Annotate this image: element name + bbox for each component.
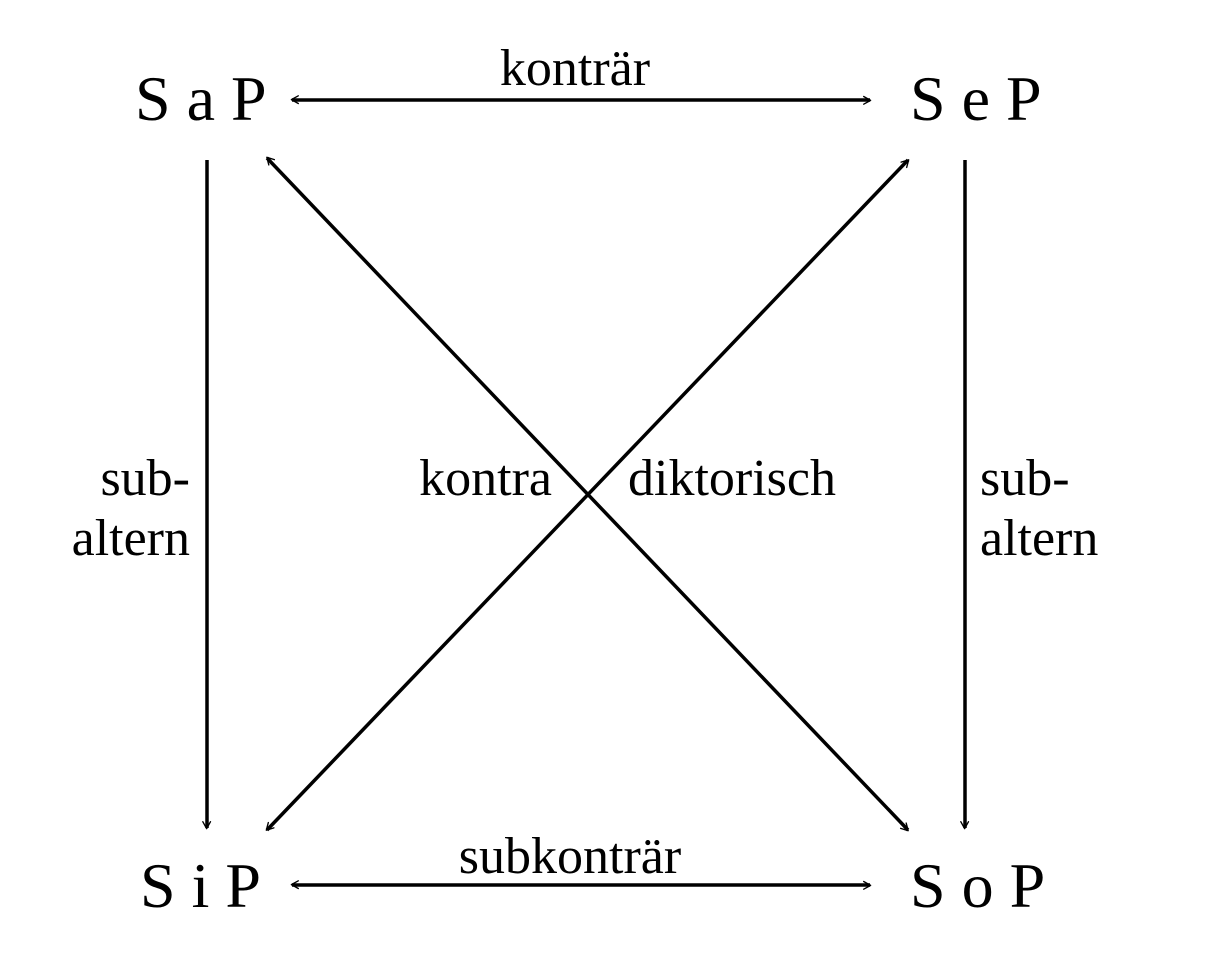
label-subcontrary: subkonträr — [459, 828, 681, 885]
label-subaltern-left-2: altern — [72, 510, 190, 567]
label-contradictory-left: kontra — [419, 450, 552, 507]
label-contradictory-right: diktorisch — [628, 450, 836, 507]
label-subaltern-right-1: sub- — [980, 450, 1070, 507]
node-sep: S e P — [910, 63, 1042, 134]
node-sop: S o P — [910, 850, 1045, 921]
label-contrary: konträr — [500, 40, 650, 97]
label-subaltern-right-2: altern — [980, 510, 1098, 567]
label-subaltern-left-1: sub- — [100, 450, 190, 507]
contradictory-arrow-2 — [265, 158, 910, 832]
node-sip: S i P — [140, 850, 261, 921]
node-sap: S a P — [135, 63, 267, 134]
